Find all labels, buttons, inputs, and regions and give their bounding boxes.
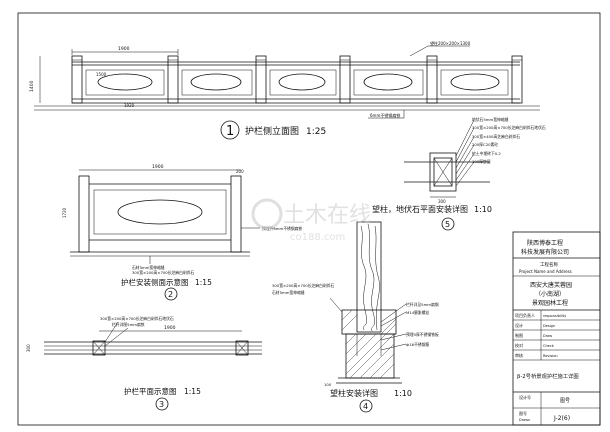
v2-note-right: 预埋件6mm不锈钢扁铁 — [262, 226, 302, 231]
project-name-1: 西安大唐芙蓉园 — [530, 281, 572, 289]
company-line-1: 陕西博泰工程 — [527, 239, 563, 247]
v4-number: 4 — [363, 402, 368, 411]
v2-number: 2 — [168, 290, 173, 299]
sheet-border — [17, 12, 601, 426]
row-2-cn: 设计 — [515, 322, 523, 328]
v1-dim-top: 1900 — [118, 46, 130, 52]
v3-dim-span: 1900 — [164, 325, 176, 331]
row-2-en: Design — [543, 324, 555, 328]
v4-scale: 1:10 — [394, 389, 412, 398]
v5-number: 5 — [445, 220, 450, 229]
company-line-2: 科技发展有限公司 — [521, 248, 569, 256]
sheet-no-label-cn: 图号 — [519, 410, 527, 416]
v2-dim-left: 1720 — [62, 207, 67, 218]
row-4-en: Check — [543, 344, 555, 348]
row-1-en: responsibility — [543, 314, 566, 318]
v1-title: 护栏侧立面图 — [245, 125, 299, 137]
watermark: 土木在线 co188.com — [251, 198, 371, 243]
v5-note-5: 挖土中埋砖下0.2 — [472, 151, 501, 156]
sheet-no-label: 图号 — [560, 398, 570, 404]
v5-note-4: 200厚C20素砼 — [472, 142, 498, 147]
v3-title: 护栏平面示意图 — [124, 386, 177, 396]
project-name-2: （小南湖） — [535, 290, 565, 298]
row-4-cn: 校对 — [515, 342, 523, 348]
v1-note-flat: 6mm不锈钢扁铁 — [370, 112, 400, 118]
v3-number: 3 — [159, 400, 164, 409]
date-label: 设计号 — [519, 394, 531, 400]
v2-title: 护栏安装侧面示意图 — [121, 277, 189, 287]
title-block: 陕西博泰工程 科技发展有限公司 工程名称 Project Name and Ad… — [512, 231, 601, 426]
v5-note-2: 300宽×200高×700长芝麻白剁斧石地伏石 — [472, 125, 546, 130]
view-5-plan-detail: 300 地伏石5mm宽伸缩缝 300宽×200高×700长芝麻白剁斧石地伏石 3… — [372, 117, 546, 231]
project-label-en: Project Name and Address — [519, 269, 572, 274]
v4-note-right-1: 栏杆详见5mm扁钢 — [406, 302, 439, 307]
v4-note-right-2: M14膨胀螺丝 — [406, 310, 429, 315]
v5-note-6: 100厚垫层 — [472, 159, 491, 164]
v2-dim-top: 1900 — [152, 164, 164, 170]
v1-dim-height: 1400 — [29, 80, 35, 92]
row-3-cn: 制图 — [515, 332, 523, 338]
v2-scale: 1:15 — [195, 278, 212, 287]
v3-note-1: 300宽×200高×700长芝麻白剁斧石地伏石 — [100, 316, 174, 321]
v1-number: 1 — [226, 124, 234, 139]
v4-hatching — [341, 309, 397, 379]
v1-scale: 1:25 — [306, 127, 326, 137]
v3-note-2: 栏杆详图5mm扁铁 — [112, 322, 145, 327]
v5-note-3: 300宽×400高芝麻白剁斧石 — [472, 134, 520, 139]
v1-note-post: 望柱200×200×1300 — [430, 40, 471, 46]
project-label-cn: 工程名称 — [540, 261, 558, 268]
v4-note-right-4: ф16不锈钢筋 — [406, 342, 429, 347]
v2-note-bottom-2: 300宽×200高×700长芝麻白剁斧石 — [132, 270, 194, 275]
v2-dim-post: 200 — [236, 169, 244, 174]
sheet-no: J-2(6) — [553, 415, 570, 422]
row-5-cn: 审核 — [515, 352, 523, 358]
v5-note-1: 地伏石5mm宽伸缩缝 — [472, 117, 509, 122]
view-4-post-section: 300宽×200高×700长芝麻白剁斧石 石材5mm宽伸缩缝 栏杆详见5mm扁钢… — [272, 221, 439, 413]
v4-title: 望柱安装详图 — [330, 388, 378, 398]
v3-scale: 1:15 — [184, 387, 201, 396]
row-5-en: Revision — [543, 354, 558, 358]
row-3-en: Draw — [543, 334, 552, 338]
project-name-3: 景观园林工程 — [532, 299, 568, 307]
v4-note-left-1: 300宽×200高×700长芝麻白剁斧石 — [272, 283, 334, 288]
view-2-install-side: 1900 1720 200 预埋件6mm不锈钢扁铁 石材5mm宽伸缩缝 300宽… — [62, 164, 302, 301]
v4-note-right-3: 预埋5厚不锈钢铁板 — [406, 332, 439, 337]
v1-posts — [71, 55, 523, 104]
row-1-cn: 项目负责人 — [515, 312, 535, 318]
v1-dim-bottom: 1920 — [124, 103, 135, 108]
view-1-elevation: 1900 1400 1500 1920 望柱200×200×1300 6mm不锈… — [29, 40, 540, 140]
v4-note-left-2: 石材5mm宽伸缩缝 — [272, 290, 305, 295]
v4-dim-depth: 100 — [324, 382, 332, 387]
watermark-cn: 土木在线 — [283, 203, 371, 228]
v5-title: 望柱，地伏石平面安装详图 — [372, 204, 468, 214]
v2-note-bottom-1: 石材5mm宽伸缩缝 — [132, 265, 165, 270]
v1-dim-panel: 1500 — [96, 72, 107, 77]
v1-panels — [85, 69, 509, 96]
drawing-title: β-2号桥景观护栏施工详图 — [517, 372, 579, 380]
v5-dim: 300 — [438, 199, 446, 204]
view-3-plan: 1900 300宽×200高×700长芝麻白剁斧石地伏石 栏杆详图5mm扁铁 3… — [26, 316, 262, 411]
sheet-no-label-en: Drawn — [519, 418, 530, 422]
watermark-en: co188.com — [290, 232, 345, 243]
v5-scale: 1:10 — [474, 205, 492, 214]
v3-dim-width: 300 — [26, 344, 31, 352]
